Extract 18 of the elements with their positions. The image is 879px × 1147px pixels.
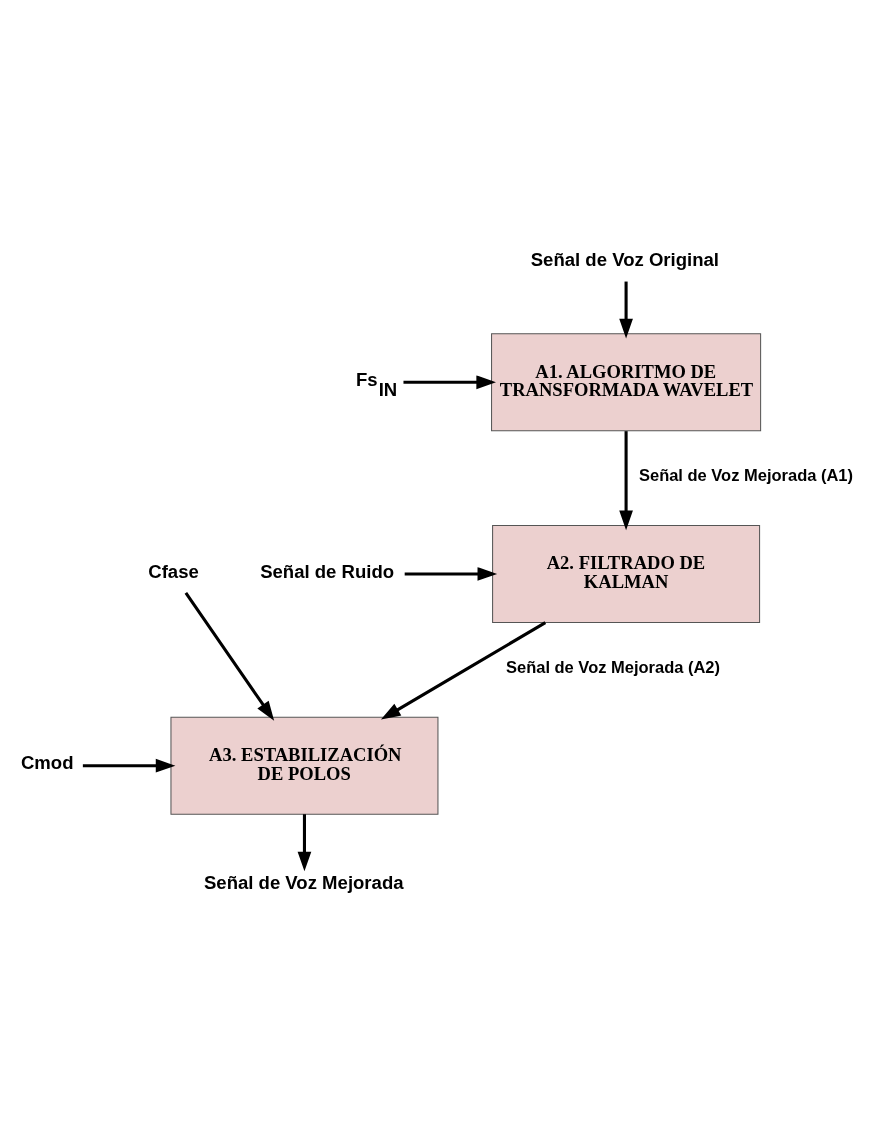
arrow [619, 281, 633, 338]
arrow [619, 430, 633, 530]
edge-label: Señal de Voz Mejorada (A2) [505, 657, 721, 676]
node-box: A3. ESTABILIZACIÓN DE POLOS [170, 716, 439, 815]
edge-label: Señal de Voz Mejorada (A1) [638, 465, 854, 484]
arrow [380, 620, 547, 720]
node-text: Señal de Ruido [260, 560, 395, 581]
node-text: Señal de Voz Mejorada [203, 871, 404, 893]
arrow [82, 758, 176, 773]
arrow [297, 813, 312, 871]
node-text: Cmod [20, 751, 74, 773]
node-text: Señal de Voz Original [530, 248, 719, 270]
arrow [403, 374, 496, 389]
arrow [404, 566, 498, 581]
node-box: A2. FILTRADO DE KALMAN [492, 524, 761, 623]
node-text: Cfase [148, 560, 199, 581]
arrow [184, 591, 275, 721]
node-box: A1. ALGORITMO DE TRANSFORMADA WAVELET [491, 332, 762, 431]
